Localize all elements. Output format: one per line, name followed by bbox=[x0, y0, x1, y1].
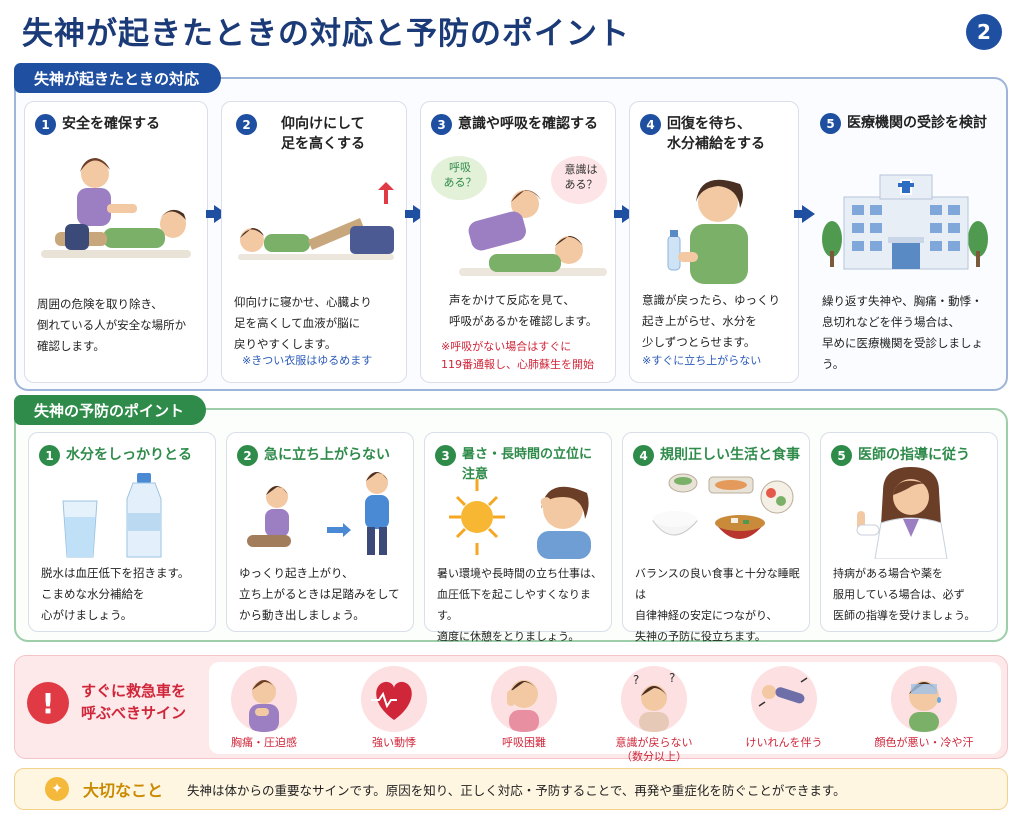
step-title: 仰向けにして 足を高くする bbox=[281, 116, 365, 152]
point-number: 1 bbox=[39, 445, 60, 466]
page-number-badge: 2 bbox=[966, 14, 1002, 50]
step-number: 2 bbox=[236, 114, 257, 135]
confused-face-icon: ? ? bbox=[621, 666, 687, 732]
response-step-4: 4 回復を待ち、 水分補給をする 意識が戻ったら、ゆっくり 起き上がらせ、水分を… bbox=[629, 101, 799, 383]
stand-slowly-illustration bbox=[235, 469, 405, 559]
prevention-point-5: 5 医師の指導に従う 持病がある場合や薬を 服用している場合は、必ず 医師の指導… bbox=[820, 432, 998, 632]
step-description: 仰向けに寝かせ、心臓より 足を高くして血液が脳に 戻りやすくします。 bbox=[234, 295, 372, 351]
sign-label: 強い動悸 bbox=[372, 736, 416, 749]
step-title: 回復を待ち、 水分補給をする bbox=[667, 116, 765, 152]
step-title: 医療機関の受診を検討 bbox=[847, 115, 987, 131]
sign-unconscious: ? ? 意識が戻らない （数分以上） bbox=[599, 666, 709, 764]
sign-label: 顔色が悪い・冷や汗 bbox=[874, 736, 974, 749]
step-title: 意識や呼吸を確認する bbox=[458, 116, 598, 132]
prevention-point-1: 1 水分をしっかりとる 脱水は血圧低下を招きます。 こまめな水分補給を 心がけま… bbox=[28, 432, 216, 632]
step-description: 声をかけて反応を見て、 呼吸があるかを確認します。 bbox=[449, 293, 598, 328]
sign-label: 呼吸困難 bbox=[502, 736, 546, 749]
page-title: 失神が起きたときの対応と予防のポイント bbox=[22, 16, 630, 52]
point-description: ゆっくり起き上がり、 立ち上がるときは足踏みをして から動き出しましょう。 bbox=[239, 566, 400, 622]
response-step-3: 3 意識や呼吸を確認する 呼吸 ある？ 意識は ある？ 声をかけて反応を見て、 … bbox=[420, 101, 616, 383]
emergency-signs-panel: ! すぐに救急車を 呼ぶべきサイン 胸痛・圧迫感 強い動悸 bbox=[14, 655, 1008, 763]
prevention-point-4: 4 規則正しい生活と食事 バランスの良い食事と十分な睡眠は 自律神経の安定につな… bbox=[622, 432, 810, 643]
step-description: 繰り返す失神や、胸痛・動悸・ 息切れなどを伴う場合は、 早めに医療機関を受診しま… bbox=[822, 294, 983, 371]
step-number: 4 bbox=[640, 114, 661, 135]
response-step-2: 2 仰向けにして 足を高くする 仰向けに寝かせ、心臓より 足を高くして血液が脳に… bbox=[221, 101, 407, 383]
arrow-right-icon bbox=[794, 205, 815, 223]
doctor-illustration bbox=[829, 467, 989, 560]
point-title: 暑さ・長時間の立位に注意 bbox=[462, 447, 593, 482]
prevention-section: 1 水分をしっかりとる 脱水は血圧低下を招きます。 こまめな水分補給を 心がけま… bbox=[14, 408, 1008, 643]
sign-label: 胸痛・圧迫感 bbox=[231, 736, 297, 749]
point-description: 暑い環境や長時間の立ち仕事は、 血圧低下を起こしやすくなります。 適度に休憩をと… bbox=[437, 567, 602, 643]
point-title: 水分をしっかりとる bbox=[66, 447, 192, 463]
response-step-1: 1 安全を確保する 周囲の危険を取り除き、 倒れている人が安全な場所か 確認しま… bbox=[24, 101, 208, 383]
important-title: 大切なこと bbox=[83, 781, 164, 800]
lightbulb-icon: ✦ bbox=[45, 777, 69, 801]
speech-bubble-consciousness: 意識は ある？ bbox=[564, 163, 598, 191]
emergency-signs-list: 胸痛・圧迫感 強い動悸 呼吸困難 bbox=[209, 662, 1001, 763]
convulsion-icon bbox=[751, 666, 817, 732]
prevention-point-2: 2 急に立ち上がらない ゆっくり起き上がり、 立ち上がるときは足踏みをして から… bbox=[226, 432, 414, 632]
heat-sun-illustration bbox=[433, 469, 603, 559]
response-section: 1 安全を確保する 周囲の危険を取り除き、 倒れている人が安全な場所か 確認しま… bbox=[14, 77, 1008, 391]
svg-text:?: ? bbox=[669, 671, 675, 685]
sign-label: 意識が戻らない （数分以上） bbox=[615, 736, 693, 763]
step-description: 周囲の危険を取り除き、 倒れている人が安全な場所か 確認します。 bbox=[37, 297, 187, 353]
sign-chest-pain: 胸痛・圧迫感 bbox=[209, 666, 319, 750]
point-title: 急に立ち上がらない bbox=[264, 447, 390, 463]
point-number: 4 bbox=[633, 445, 654, 466]
step-title: 安全を確保する bbox=[62, 116, 160, 132]
legs-raised-illustration bbox=[230, 182, 398, 282]
hydration-illustration bbox=[638, 162, 790, 292]
important-note-bar: ✦ 大切なこと 失神は体からの重要なサインです。原因を知り、正しく対応・予防する… bbox=[14, 768, 1008, 810]
point-title: 医師の指導に従う bbox=[858, 447, 970, 463]
point-description: バランスの良い食事と十分な睡眠は 自律神経の安定につながり、 失神の予防に役立ち… bbox=[635, 567, 800, 643]
svg-text:?: ? bbox=[633, 673, 639, 687]
step-number: 1 bbox=[35, 114, 56, 135]
pale-face-icon bbox=[891, 666, 957, 732]
sign-palpitations: 強い動悸 bbox=[339, 666, 449, 750]
important-text: 失神は体からの重要なサインです。原因を知り、正しく対応・予防することで、再発や重… bbox=[187, 782, 846, 798]
speech-bubble-breathing: 呼吸 ある？ bbox=[443, 161, 477, 189]
response-step-5: 5 医療機関の受診を検討 bbox=[810, 101, 1000, 383]
emergency-title: すぐに救急車を 呼ぶべきサイン bbox=[81, 682, 187, 722]
point-description: 持病がある場合や薬を 服用している場合は、必ず 医師の指導を受けましょう。 bbox=[833, 567, 976, 622]
sign-breathing-difficulty: 呼吸困難 bbox=[469, 666, 579, 750]
prevention-section-label: 失神の予防のポイント bbox=[14, 395, 207, 425]
hospital-icon bbox=[818, 161, 992, 291]
point-number: 2 bbox=[237, 445, 258, 466]
step-number: 5 bbox=[820, 113, 841, 134]
check-breathing-illustration: 呼吸 ある？ 意識は ある？ bbox=[429, 150, 607, 300]
sign-label: けいれんを伴う bbox=[745, 736, 823, 749]
step-description: 意識が戻ったら、ゆっくり 起き上がらせ、水分を 少しずつとらせます。 bbox=[642, 293, 780, 349]
point-number: 5 bbox=[831, 445, 852, 466]
step-note: ※呼吸がない場合はすぐに 119番通報し、心肺蘇生を開始 bbox=[441, 340, 594, 371]
point-title: 規則正しい生活と食事 bbox=[660, 447, 800, 463]
chest-pain-icon bbox=[231, 666, 297, 732]
step-number: 3 bbox=[431, 114, 452, 135]
point-number: 3 bbox=[435, 445, 456, 466]
step-note: ※すぐに立ち上がらない bbox=[642, 354, 762, 367]
sign-pale-cold-sweat: 顔色が悪い・冷や汗 bbox=[869, 666, 979, 750]
step-note: ※きつい衣服はゆるめます bbox=[242, 354, 373, 367]
breathing-difficulty-icon bbox=[491, 666, 557, 732]
response-section-label: 失神が起きたときの対応 bbox=[14, 63, 222, 93]
prevention-point-3: 3 暑さ・長時間の立位に注意 暑い環境や長時間の立ち仕事は、 血圧低下を起こしや… bbox=[424, 432, 612, 643]
warning-icon: ! bbox=[27, 682, 69, 724]
sign-convulsions: けいれんを伴う bbox=[729, 666, 839, 750]
balanced-meal-illustration bbox=[631, 471, 801, 559]
water-bottle-icon bbox=[37, 473, 207, 559]
heart-icon bbox=[361, 666, 427, 732]
safety-illustration bbox=[33, 150, 199, 290]
point-description: 脱水は血圧低下を招きます。 こまめな水分補給を 心がけましょう。 bbox=[41, 566, 190, 622]
